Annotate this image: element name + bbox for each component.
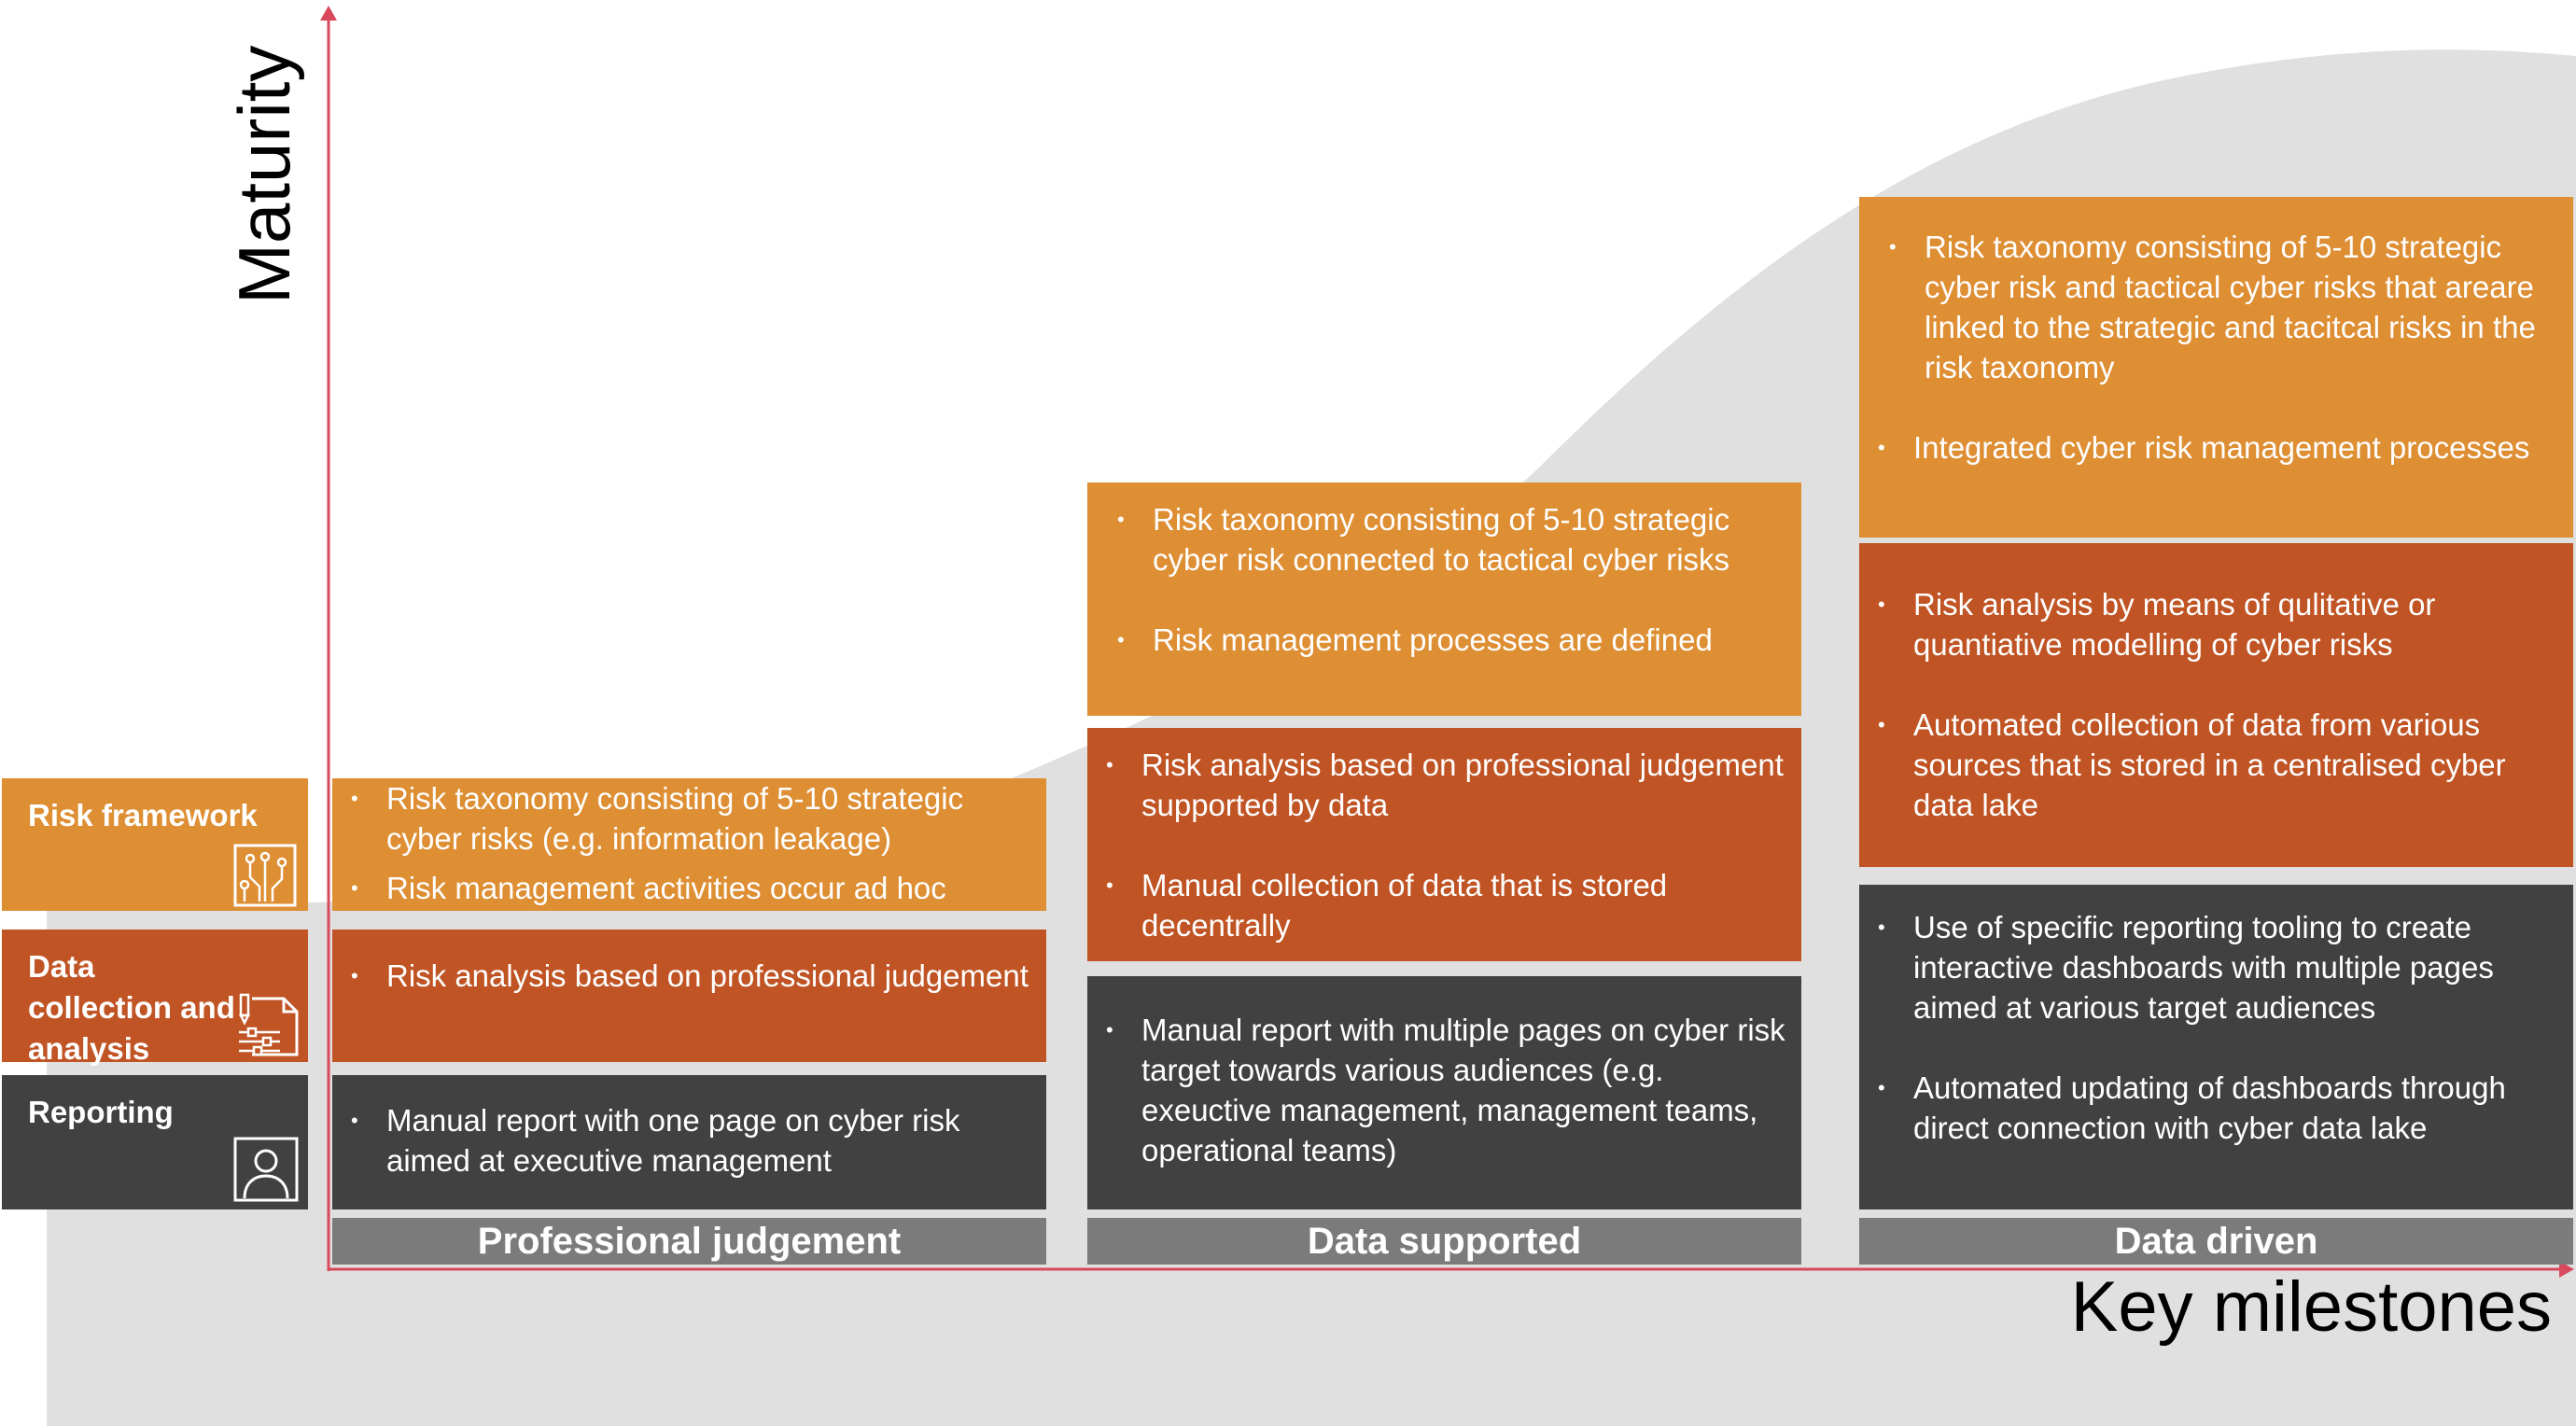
- row-label-data-collection: Data collection and analysis: [2, 930, 308, 1066]
- row-label-reporting: Reporting: [2, 1075, 308, 1209]
- data-driven-reporting: Use of specific reporting tooling to cre…: [1859, 885, 2573, 1209]
- data-supported-data-collection: Risk analysis based on professional judg…: [1087, 728, 1801, 961]
- bullet-list: Risk taxonomy consisting of 5-10 strateg…: [1870, 227, 2573, 468]
- bullet-list: Manual report with one page on cyber ris…: [332, 1100, 1046, 1181]
- data-supported-risk-framework: Risk taxonomy consisting of 5-10 strateg…: [1087, 482, 1801, 716]
- list-item: Automated collection of data from variou…: [1859, 705, 2573, 825]
- list-item: Risk taxonomy consisting of 5-10 strateg…: [1870, 227, 2573, 387]
- list-item: Risk management activities occur ad hoc: [332, 868, 1046, 908]
- row-label-text: Reporting: [28, 1095, 174, 1129]
- professional-judgement-reporting: Manual report with one page on cyber ris…: [332, 1075, 1046, 1209]
- row-label-text: Data collection and analysis: [28, 949, 235, 1066]
- bullet-list: Risk taxonomy consisting of 5-10 strateg…: [1099, 499, 1801, 660]
- row-label-text: Risk framework: [28, 798, 258, 832]
- data-driven-risk-framework: Risk taxonomy consisting of 5-10 strateg…: [1859, 197, 2573, 538]
- professional-judgement-risk-framework: Risk taxonomy consisting of 5-10 strateg…: [332, 778, 1046, 911]
- bullet-list: Risk analysis based on professional judg…: [332, 956, 1046, 996]
- person-icon: [233, 1137, 299, 1202]
- list-item: Risk analysis based on professional judg…: [1087, 745, 1801, 825]
- professional-judgement-data-collection: Risk analysis based on professional judg…: [332, 930, 1046, 1062]
- x-axis-arrow: [2559, 1261, 2574, 1278]
- list-item: Risk taxonomy consisting of 5-10 strateg…: [332, 778, 1046, 859]
- y-axis-arrow: [320, 6, 337, 21]
- list-item: Manual collection of data that is stored…: [1087, 865, 1801, 945]
- list-item: Automated updating of dashboards through…: [1859, 1068, 2573, 1148]
- bullet-list: Risk taxonomy consisting of 5-10 strateg…: [332, 778, 1046, 908]
- data-supported-reporting: Manual report with multiple pages on cyb…: [1087, 976, 1801, 1209]
- row-label-risk-framework: Risk framework: [2, 778, 308, 911]
- list-item: Manual report with one page on cyber ris…: [332, 1100, 1046, 1181]
- milestone-label-professional-judgement: Professional judgement: [332, 1218, 1046, 1265]
- list-item: Integrated cyber risk management process…: [1859, 427, 2573, 468]
- bullet-list: Risk analysis based on professional judg…: [1087, 745, 1801, 945]
- list-item: Manual report with multiple pages on cyb…: [1087, 1010, 1801, 1170]
- bullet-list: Manual report with multiple pages on cyb…: [1087, 1010, 1801, 1170]
- list-item: Risk analysis based on professional judg…: [332, 956, 1046, 996]
- milestone-label-data-driven: Data driven: [1859, 1218, 2573, 1265]
- list-item: Risk analysis by means of qulitative or …: [1859, 584, 2573, 664]
- milestone-label-data-supported: Data supported: [1087, 1218, 1801, 1265]
- y-axis-title: Maturity: [223, 45, 305, 304]
- data-driven-data-collection: Risk analysis by means of qulitative or …: [1859, 543, 2573, 867]
- x-axis-title: Key milestones: [2070, 1267, 2552, 1347]
- list-item: Risk taxonomy consisting of 5-10 strateg…: [1099, 499, 1801, 580]
- bullet-list: Risk analysis by means of qulitative or …: [1859, 584, 2573, 825]
- bullet-list: Use of specific reporting tooling to cre…: [1859, 907, 2573, 1148]
- list-item: Use of specific reporting tooling to cre…: [1859, 907, 2573, 1028]
- document-tools-icon: [238, 993, 299, 1056]
- list-item: Risk management processes are defined: [1099, 620, 1801, 660]
- circuit-icon: [233, 844, 297, 907]
